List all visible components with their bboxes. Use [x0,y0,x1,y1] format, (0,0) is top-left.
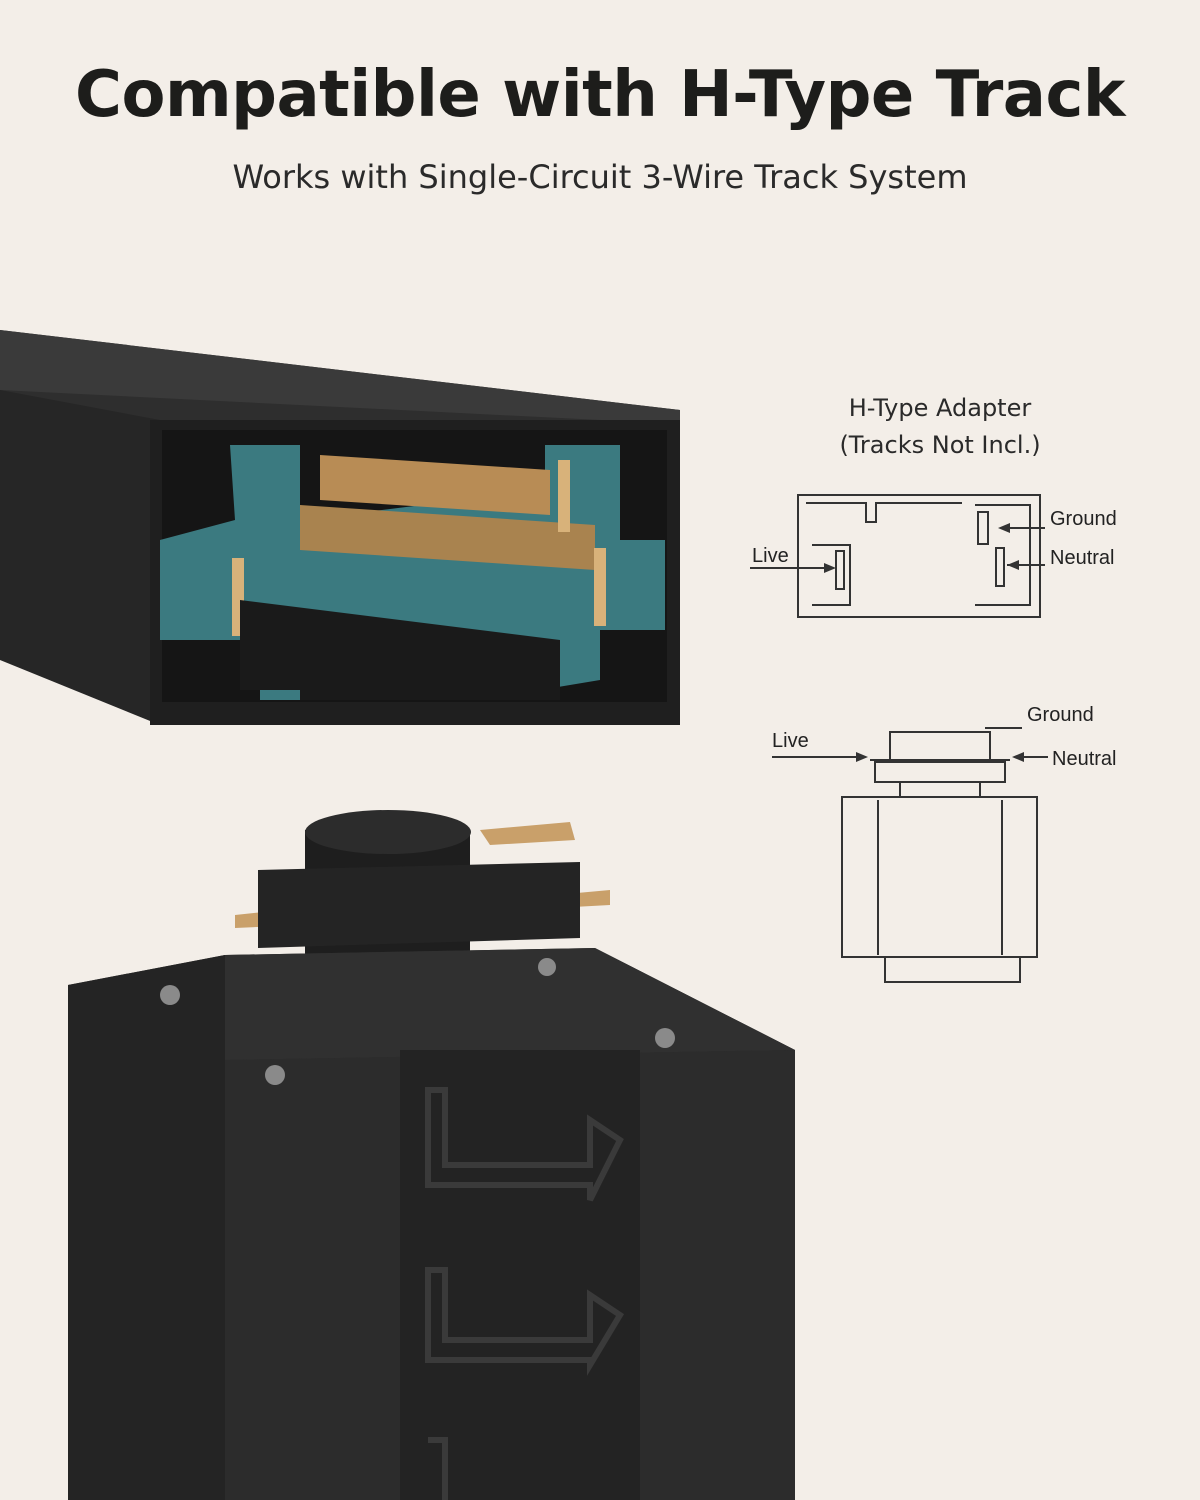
track-rail [0,330,680,725]
arrow-live-track [824,563,836,573]
adapter-label-ground: Ground [1027,704,1094,726]
arrow-ground-track [998,523,1010,533]
track-diagram [750,494,1045,618]
page-subtitle: Works with Single-Circuit 3-Wire Track S… [232,158,968,196]
adapter-diagram [772,727,1048,983]
adapter-label-live: Live [772,730,809,752]
page-title: Compatible with H-Type Track [75,58,1125,132]
track-label-live: Live [752,545,789,567]
diagram-title-line2: (Tracks Not Incl.) [839,431,1041,459]
arrow-neutral-adapter [1012,752,1024,762]
track-label-ground: Ground [1050,508,1117,530]
diagram-title: H-Type Adapter (Tracks Not Incl.) [760,390,1120,464]
diagram-title-line1: H-Type Adapter [848,394,1032,422]
adapter-label-neutral: Neutral [1052,748,1117,770]
arrow-live-adapter [856,752,868,762]
arrow-neutral-track [1007,560,1019,570]
adapter-body [68,810,795,1500]
track-label-neutral: Neutral [1050,547,1115,569]
